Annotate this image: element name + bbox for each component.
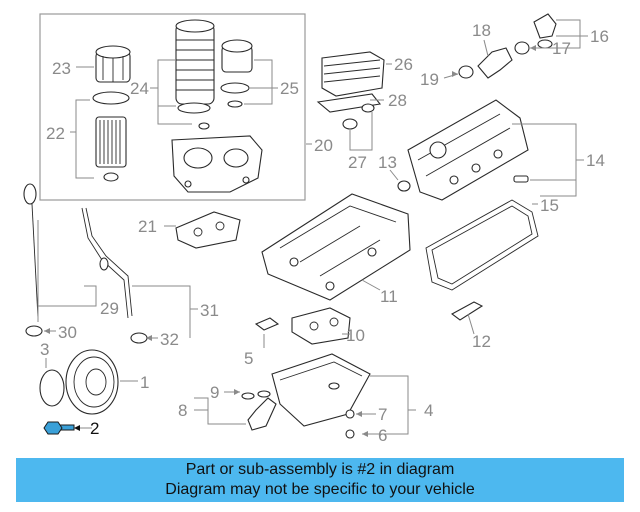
callout-7: 7 [378,405,387,424]
leader-arrowheads [44,45,536,437]
drain-plug-part[interactable] [345,409,355,419]
drain-washer-part[interactable] [345,429,355,439]
gasket-seal-strip-part[interactable] [450,301,484,321]
callout-9: 9 [210,383,219,402]
callout-3: 3 [40,340,49,359]
callout-21: 21 [138,217,157,236]
valve-cover-part[interactable] [407,99,529,201]
valve-cover-gasket-part[interactable] [425,199,539,291]
info-banner: Part or sub-assembly is #2 in diagram Di… [16,458,624,502]
filter-housing-inset-frame [39,13,306,201]
callout-23: 23 [52,59,71,78]
callout-20: 20 [314,136,333,155]
pcv-valve-cap-part[interactable] [533,13,557,49]
callout-5: 5 [244,349,253,368]
cooler-seal-ring-part[interactable] [342,103,375,130]
oil-cooler-cylinder-part[interactable] [175,19,215,105]
oil-level-sensor-part[interactable] [247,390,277,431]
cover-bolt-part[interactable] [513,175,529,183]
callout-31: 31 [200,301,219,320]
callout-32: 32 [160,330,179,349]
oil-pump-pickup-part[interactable] [291,307,351,345]
cooler-gasket-part[interactable] [316,93,382,113]
pulley-seal-part[interactable] [39,369,65,407]
banner-line-1: Part or sub-assembly is #2 in diagram [185,461,455,478]
callout-27: 27 [348,153,367,172]
dipstick-part[interactable] [23,183,39,319]
callout-1: 1 [140,373,149,392]
callout-16: 16 [590,27,609,46]
lower-oil-pan-part[interactable] [271,353,371,427]
filter-housing-body-part[interactable] [171,135,263,193]
dipstick-tube-part[interactable] [81,207,133,319]
inset-leaders [70,59,312,179]
callout-2: 2 [90,419,99,438]
crankshaft-pulley-part[interactable] [65,349,119,415]
filter-housing-cap-part[interactable] [220,39,253,108]
oil-cooler-part[interactable] [321,51,385,97]
callout-22: 22 [46,124,65,143]
callout-12: 12 [472,332,491,351]
filter-seal-ring-part[interactable] [103,172,119,182]
callout-15: 15 [540,196,559,215]
callout-28: 28 [388,91,407,110]
callout-18: 18 [472,21,491,40]
upper-oil-pan-part[interactable] [261,193,411,301]
callout-13: 13 [378,153,397,172]
callout-4: 4 [424,401,433,420]
sensor-o-ring-part[interactable] [241,392,255,400]
banner-line-2: Diagram may not be specific to your vehi… [165,481,475,498]
tube-seal-part[interactable] [130,332,148,344]
callout-10: 10 [346,326,365,345]
vent-hose-part[interactable] [458,41,530,79]
callout-19: 19 [420,70,439,89]
callout-11: 11 [380,287,398,306]
oil-filler-cap-part[interactable] [397,180,411,192]
callout-8: 8 [178,401,187,420]
cooler-seal-part[interactable] [177,102,211,130]
pulley-bolt-part[interactable] [43,421,75,435]
filter-cap-o-ring-part[interactable] [92,91,130,105]
callout-29: 29 [100,299,119,318]
callout-6: 6 [378,426,387,445]
callout-14: 14 [586,151,605,170]
dipstick-seal-part[interactable] [25,325,43,337]
callout-26: 26 [394,55,413,74]
callout-30: 30 [58,323,77,342]
callout-17: 17 [552,39,571,58]
callout-24: 24 [130,79,149,98]
oil-filter-cap-part[interactable] [95,45,131,83]
pickup-seal-part[interactable] [254,317,280,331]
callout-25: 25 [280,79,299,98]
pan-gasket-part[interactable] [175,211,241,249]
leader-lines [37,19,588,435]
oil-filter-element-part[interactable] [95,116,127,168]
